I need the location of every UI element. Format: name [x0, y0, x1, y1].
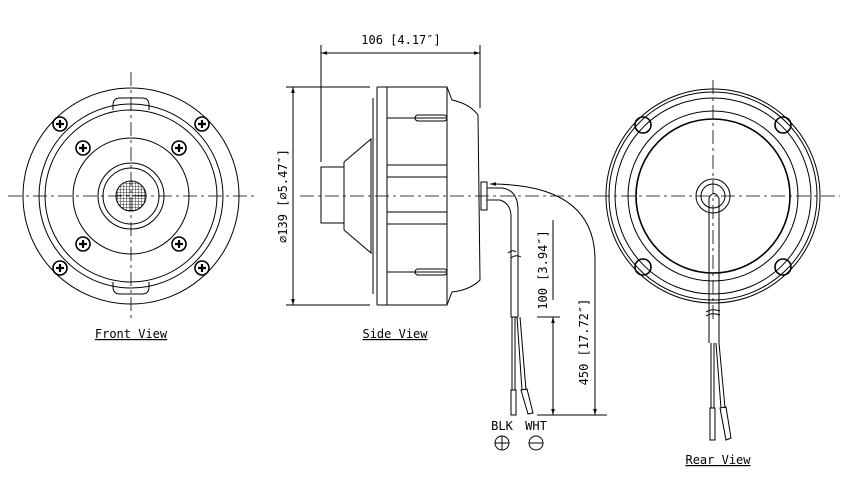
throat-ring-inner: [102, 167, 160, 225]
rear-cover: [635, 118, 791, 274]
rear-rim-inner: [608, 91, 818, 301]
top-tab: [112, 97, 150, 110]
rear-cable-break: [705, 309, 721, 317]
front-view-label: Front View: [95, 327, 168, 341]
wires: [511, 316, 527, 391]
rear-flange-ring: [614, 97, 812, 295]
long-lead-dimension: 450 [17.72″]: [577, 299, 591, 386]
cable-break: [507, 250, 522, 259]
mounting-hole-icons: [634, 116, 792, 276]
short-lead-dimension: 100 [3.94″]: [536, 230, 550, 309]
grille-mesh: [115, 180, 147, 212]
rear-back-ring: [627, 110, 799, 282]
throat-ring-outer: [97, 162, 165, 230]
diameter-dimension: ⌀139 [⌀5.47″]: [276, 149, 290, 243]
bottom-tab: [112, 282, 150, 295]
rear-wires: [710, 342, 726, 409]
black-wire-label: BLK: [491, 419, 513, 433]
minus-icon: [528, 435, 544, 451]
rear-gland-outer: [695, 178, 731, 214]
white-wire-tip: [520, 388, 534, 415]
plus-icon: [494, 435, 510, 451]
cone: [343, 137, 372, 255]
rear-outer-rim: [605, 88, 821, 304]
side-view: 106 [4.17″] ⌀139 [⌀5.47″] 100 [3.94″] 45…: [276, 33, 607, 451]
fin-slot-top: [414, 114, 448, 122]
rear-black-wire-tip: [709, 407, 716, 441]
housing: [372, 86, 481, 306]
depth-extension-lines: [320, 45, 481, 162]
depth-dimension: 106 [4.17″]: [361, 33, 440, 47]
white-wire-label: WHT: [525, 419, 547, 433]
side-view-label: Side View: [362, 327, 428, 341]
long-lead-dimension-line: [489, 182, 597, 415]
rear-cable-jacket: [708, 193, 720, 343]
diameter-extension-lines: [286, 86, 370, 306]
rear-view: Rear View: [596, 80, 840, 467]
driver-face: [72, 137, 190, 255]
flange-ring: [38, 103, 224, 289]
rear-view-label: Rear View: [685, 453, 751, 467]
cable-jacket: [487, 187, 519, 318]
cable-gland: [480, 181, 488, 211]
rear-gland-inner: [700, 183, 726, 209]
inner-flange: [44, 109, 218, 283]
throat-stub: [320, 166, 345, 224]
black-wire-tip: [510, 389, 517, 416]
front-view: Front View: [8, 72, 256, 341]
rear-white-wire-tip: [719, 406, 732, 441]
fin-slot-bottom: [414, 268, 448, 276]
screw-icons: [52, 116, 210, 276]
outer-rim: [22, 87, 240, 305]
fins: [387, 117, 447, 273]
